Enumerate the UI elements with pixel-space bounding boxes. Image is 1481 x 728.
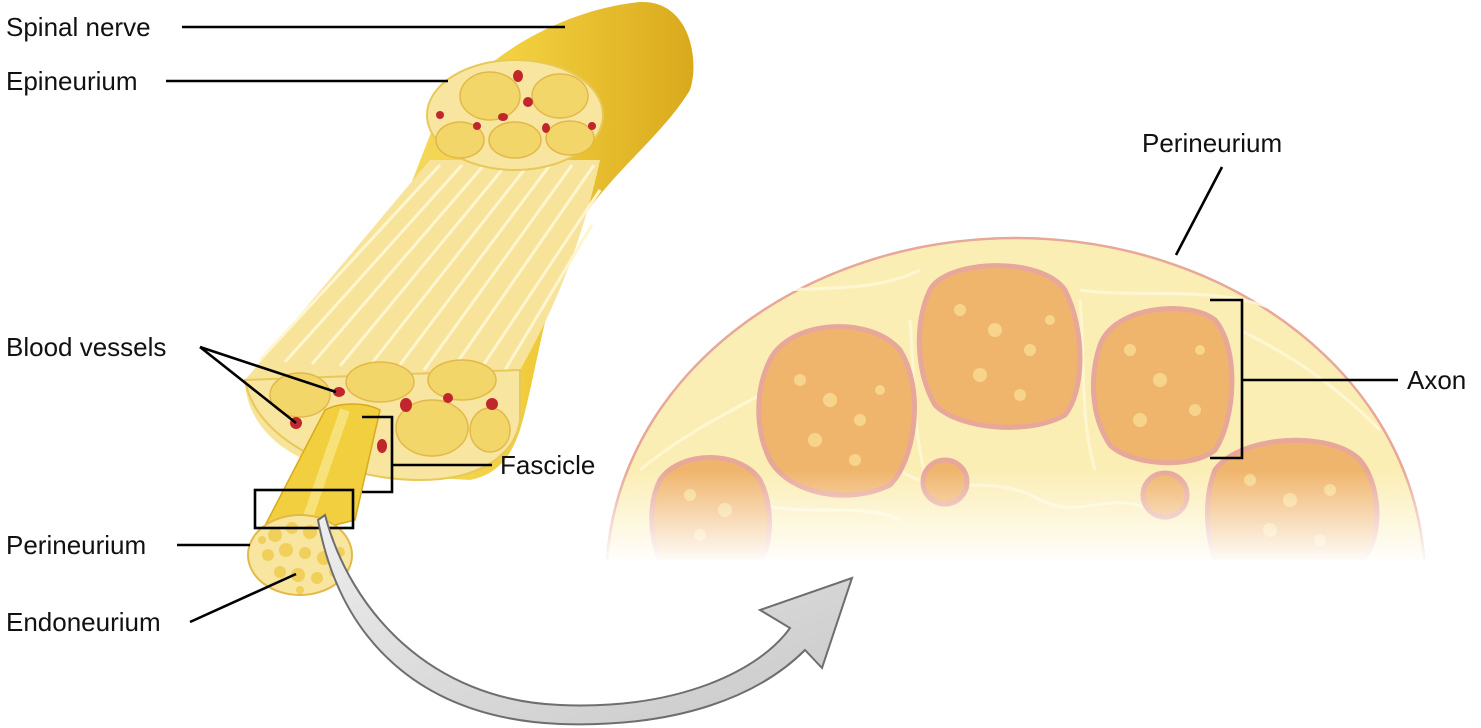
- fascicle-magnified-cross-section: [606, 236, 1425, 560]
- lower-fascicles: [269, 359, 511, 457]
- label-axon: Axon: [1407, 365, 1466, 395]
- spinal-nerve-illustration: [243, 1, 694, 596]
- label-epineurium: Epineurium: [6, 66, 138, 96]
- label-fascicle: Fascicle: [500, 450, 595, 480]
- label-spinal-nerve: Spinal nerve: [6, 12, 151, 42]
- magnification-arrow: [316, 513, 854, 726]
- label-endoneurium: Endoneurium: [6, 607, 161, 637]
- fascicle-bracket: [362, 415, 394, 494]
- label-perineurium-left: Perineurium: [6, 530, 146, 560]
- label-perineurium-right: Perineurium: [1142, 128, 1282, 158]
- blood-vessels-leader-b: [199, 345, 297, 425]
- top-blood-vessels: [436, 70, 596, 133]
- zoom-selection-box: [253, 488, 355, 530]
- endoneurium-axons: [258, 522, 345, 594]
- lower-blood-vessels: [290, 387, 498, 453]
- endoneurium-leader: [189, 572, 297, 624]
- perineurium-outer-ring: [606, 236, 1425, 560]
- blood-vessels-leader-a: [199, 345, 337, 394]
- perineurium-right-leader: [1174, 166, 1224, 256]
- top-fascicles: [435, 71, 595, 159]
- fascicle-striations: [258, 163, 602, 371]
- label-blood-vessels: Blood vessels: [6, 332, 166, 362]
